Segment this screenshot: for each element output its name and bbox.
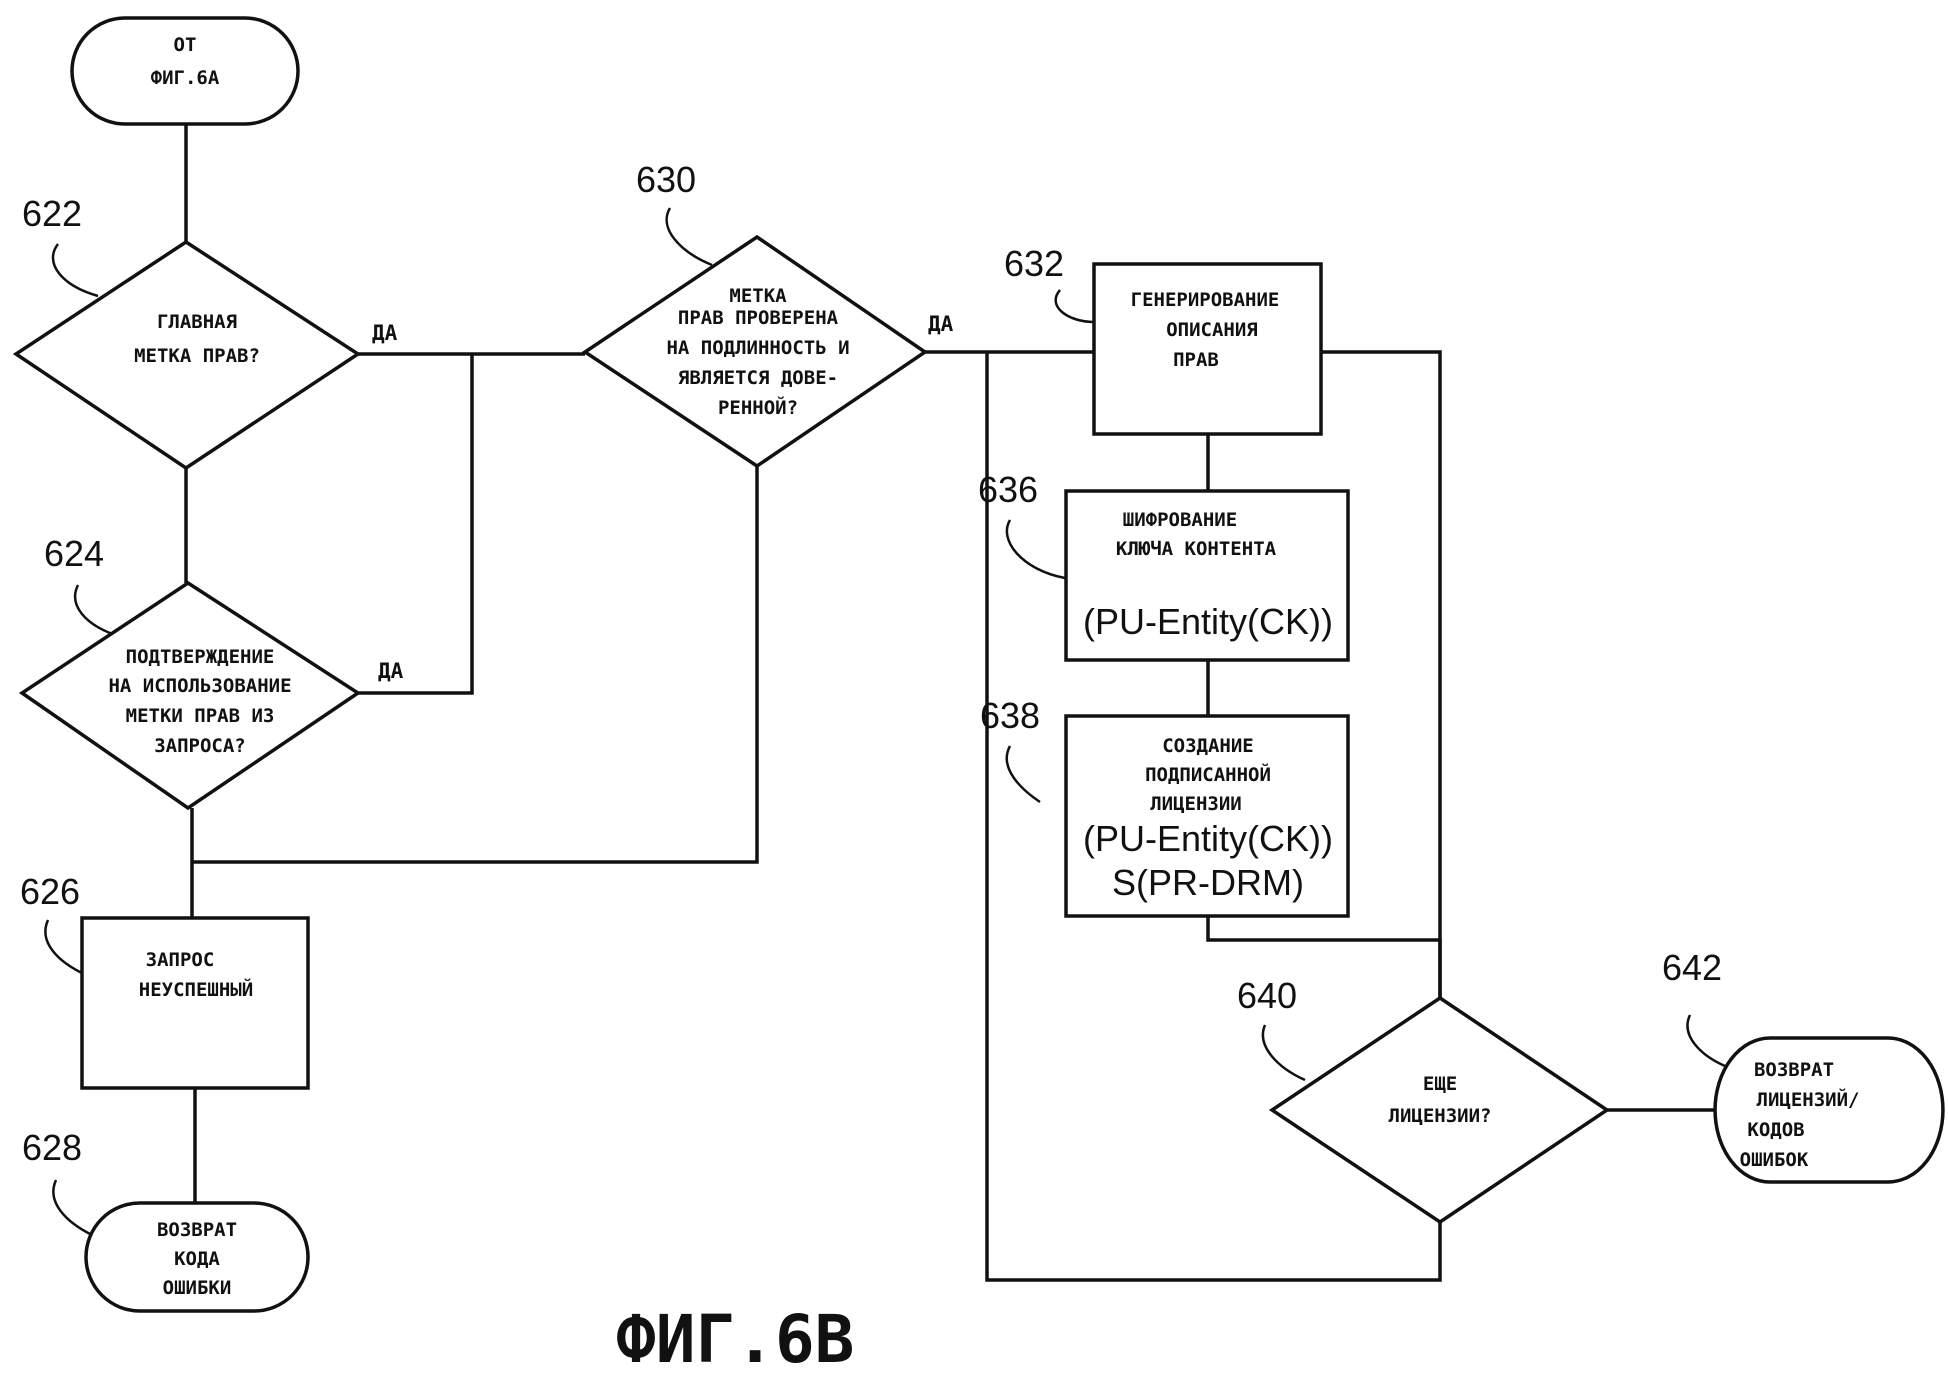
leader-622 xyxy=(51,243,99,298)
connectors xyxy=(184,124,1721,1282)
decision-622-line-2: МЕТКА ПРАВ? xyxy=(134,345,260,367)
ref-636: 636 xyxy=(978,469,1038,510)
terminal-628-shape xyxy=(84,1201,310,1313)
process-632-line-1: ГЕНЕРИРОВАНИЕ xyxy=(1131,289,1280,311)
decision-622: ГЛАВНАЯ МЕТКА ПРАВ? 622 xyxy=(12,193,362,471)
terminal-642-line-4: ОШИБОК xyxy=(1740,1149,1809,1171)
process-636-shape xyxy=(1064,489,1350,662)
decision-640-line-1: ЕЩЕ xyxy=(1423,1073,1457,1095)
yes-label-624: ДА xyxy=(378,659,404,683)
terminal-628-line-2: КОДА xyxy=(174,1248,220,1270)
process-636-formula: (PU-Entity(CK)) xyxy=(1083,601,1333,642)
ref-628: 628 xyxy=(22,1127,82,1168)
edge-630-no-626 xyxy=(192,466,759,864)
process-632-line-3: ПРАВ xyxy=(1173,349,1219,371)
decision-630-line-5: РЕННОЙ? xyxy=(718,396,798,419)
process-636: ШИФРОВАНИЕ КЛЮЧА КОНТЕНТА (PU-Entity(CK)… xyxy=(978,469,1350,662)
ref-640: 640 xyxy=(1237,975,1297,1016)
terminal-642: ВОЗВРАТ ЛИЦЕНЗИЙ/ КОДОВ ОШИБОК 642 xyxy=(1662,947,1945,1184)
edge-624-yes-join xyxy=(358,354,474,695)
edge-632-right-loop xyxy=(1321,350,1442,998)
process-632: ГЕНЕРИРОВАНИЕ ОПИСАНИЯ ПРАВ 632 xyxy=(1004,243,1323,436)
process-636-line-1: ШИФРОВАНИЕ xyxy=(1123,509,1237,531)
decision-640-line-2: ЛИЦЕНЗИИ? xyxy=(1389,1105,1492,1127)
process-638-line-3: ЛИЦЕНЗИИ xyxy=(1150,793,1242,815)
process-638-line-1: СОЗДАНИЕ xyxy=(1162,735,1254,757)
process-626-shape xyxy=(80,916,310,1090)
process-638-formula-1: (PU-Entity(CK)) xyxy=(1083,818,1333,859)
decision-630-line-2: ПРАВ ПРОВЕРЕНА xyxy=(678,307,839,329)
decision-622-line-1: ГЛАВНАЯ xyxy=(157,311,237,333)
process-626-line-2: НЕУСПЕШНЫЙ xyxy=(139,978,253,1001)
decision-630-line-3: НА ПОДЛИННОСТЬ И xyxy=(666,337,849,359)
leader-630 xyxy=(665,207,713,267)
ref-642: 642 xyxy=(1662,947,1722,988)
start-line-1: ОТ xyxy=(174,34,197,56)
decision-624: ПОДТВЕРЖДЕНИЕ НА ИСПОЛЬЗОВАНИЕ МЕТКИ ПРА… xyxy=(18,533,362,811)
ref-638: 638 xyxy=(980,695,1040,736)
leader-638 xyxy=(1005,745,1041,804)
ref-632: 632 xyxy=(1004,243,1064,284)
decision-624-line-1: ПОДТВЕРЖДЕНИЕ xyxy=(126,646,275,668)
process-632-line-2: ОПИСАНИЯ xyxy=(1166,319,1258,341)
leader-626 xyxy=(44,919,87,977)
decision-624-line-4: ЗАПРОСА? xyxy=(154,735,246,757)
yes-label-630: ДА xyxy=(928,312,954,336)
decision-630-line-4: ЯВЛЯЕТСЯ ДОВЕ- xyxy=(678,367,838,389)
terminal-642-shape xyxy=(1713,1036,1945,1184)
process-636-line-2: КЛЮЧА КОНТЕНТА xyxy=(1116,538,1277,560)
ref-622: 622 xyxy=(22,193,82,234)
leader-628 xyxy=(52,1179,93,1237)
process-638-line-2: ПОДПИСАННОЙ xyxy=(1145,763,1271,786)
leader-636 xyxy=(1005,519,1066,580)
leader-624 xyxy=(73,584,119,638)
terminal-628-line-1: ВОЗВРАТ xyxy=(157,1219,237,1241)
terminal-628: ВОЗВРАТ КОДА ОШИБКИ 628 xyxy=(22,1127,310,1313)
terminal-642-line-3: КОДОВ xyxy=(1747,1119,1804,1141)
process-632-shape xyxy=(1092,262,1323,436)
leader-lines xyxy=(44,207,1726,1237)
decision-622-shape xyxy=(12,239,362,471)
ref-624: 624 xyxy=(44,533,104,574)
yes-label-622: ДА xyxy=(372,321,398,345)
leader-632 xyxy=(1054,289,1095,324)
terminal-642-line-2: ЛИЦЕНЗИЙ/ xyxy=(1757,1088,1860,1111)
ref-626: 626 xyxy=(20,871,80,912)
process-626: ЗАПРОС НЕУСПЕШНЫЙ 626 xyxy=(20,871,310,1090)
start-line-2: ФИГ.6А xyxy=(151,67,220,89)
decision-630-line-1: МЕТКА xyxy=(729,285,787,307)
decision-624-line-2: НА ИСПОЛЬЗОВАНИЕ xyxy=(108,675,291,697)
process-638: СОЗДАНИЕ ПОДПИСАННОЙ ЛИЦЕНЗИИ (PU-Entity… xyxy=(980,695,1350,918)
terminal-642-line-1: ВОЗВРАТ xyxy=(1754,1059,1834,1081)
start-terminal-shape xyxy=(70,16,300,126)
process-626-line-1: ЗАПРОС xyxy=(146,949,215,971)
terminal-628-line-3: ОШИБКИ xyxy=(163,1277,232,1299)
start-terminal: ОТ ФИГ.6А xyxy=(70,16,300,126)
leader-640 xyxy=(1261,1024,1306,1082)
decision-640-shape xyxy=(1268,995,1611,1225)
decision-624-shape xyxy=(18,580,362,811)
leader-642 xyxy=(1686,1014,1726,1068)
ref-630: 630 xyxy=(636,159,696,200)
decision-630: МЕТКА ПРАВ ПРОВЕРЕНА НА ПОДЛИННОСТЬ И ЯВ… xyxy=(581,159,929,469)
decision-624-line-3: МЕТКИ ПРАВ ИЗ xyxy=(126,705,275,727)
process-638-shape xyxy=(1064,714,1350,918)
decision-640: ЕЩЕ ЛИЦЕНЗИИ? 640 xyxy=(1237,975,1611,1225)
process-638-formula-2: S(PR-DRM) xyxy=(1112,862,1304,903)
figure-title: ФИГ.6В xyxy=(616,1301,854,1377)
decision-630-shape xyxy=(581,234,929,469)
edge-640-loop-back xyxy=(985,352,1442,1282)
